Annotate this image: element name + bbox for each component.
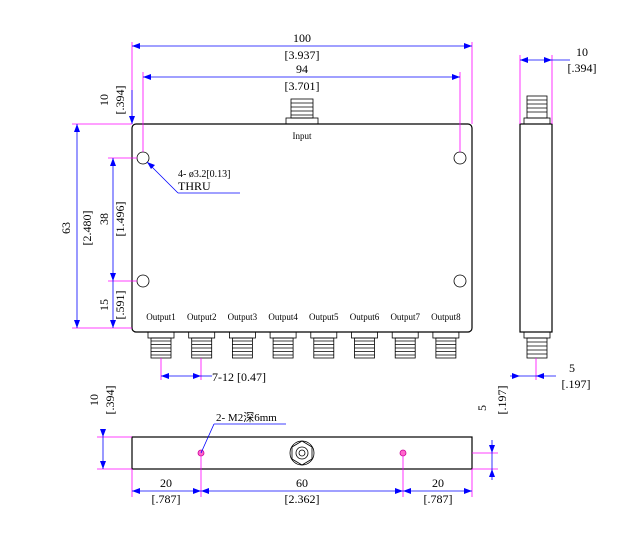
dim-height: 63 [2.480] bbox=[59, 123, 132, 329]
dim-input-height-value: 10 bbox=[97, 94, 111, 106]
dim-hole-vertical: 38 [1.496] bbox=[97, 157, 137, 282]
output-label: Output8 bbox=[431, 312, 461, 322]
bottom-dim-center-inch: [2.362] bbox=[285, 492, 320, 506]
dim-height-inch: [2.480] bbox=[80, 211, 94, 246]
bottom-dim-left-value: 20 bbox=[160, 476, 172, 490]
side-dim-thickness-inch: [.394] bbox=[568, 61, 597, 75]
side-dim-offset-inch: [.197] bbox=[562, 377, 591, 391]
bottom-dim-left-inch: [.787] bbox=[152, 492, 181, 506]
output-connector: Output7 bbox=[390, 312, 420, 359]
input-label: Input bbox=[293, 131, 312, 141]
thread-note: 2- M2深6mm bbox=[216, 411, 277, 424]
dim-hole-vertical-value: 38 bbox=[97, 213, 111, 225]
side-dim-thickness-value: 10 bbox=[576, 45, 588, 59]
bottom-body bbox=[131, 436, 473, 470]
bottom-dim-height-inch: [.394] bbox=[103, 386, 117, 415]
side-dim-offset-value: 5 bbox=[569, 361, 575, 375]
output-connector: Output1 bbox=[146, 312, 176, 359]
dim-input-height: 10 [.394] bbox=[97, 86, 135, 124]
bottom-dim-offset-value: 5 bbox=[475, 405, 489, 411]
pitch-note: 7-12 [0.47] bbox=[212, 370, 266, 384]
dim-width-value: 100 bbox=[293, 31, 311, 45]
dim-pitch: 7-12 [0.47] bbox=[160, 358, 266, 384]
bottom-dim-right-value: 20 bbox=[432, 476, 444, 490]
dim-width: 100 [3.937] bbox=[131, 31, 473, 124]
mounting-hole-br bbox=[453, 274, 467, 288]
output-label: Output4 bbox=[268, 312, 298, 322]
bottom-dim-center-value: 60 bbox=[296, 476, 308, 490]
dim-input-height-inch: [.394] bbox=[113, 86, 127, 115]
hole-note-line1: 4- ø3.2[0.13] bbox=[178, 169, 231, 180]
bottom-dim-right-inch: [.787] bbox=[424, 492, 453, 506]
bottom-dim-offset-inch: [.197] bbox=[495, 386, 509, 415]
dim-hole-span: 94 [3.701] bbox=[142, 62, 461, 152]
output-label: Output6 bbox=[350, 312, 380, 322]
dim-width-inch: [3.937] bbox=[285, 48, 320, 62]
output-label: Output1 bbox=[146, 312, 176, 322]
output-label: Output7 bbox=[390, 312, 420, 322]
dim-hole-span-value: 94 bbox=[296, 62, 308, 76]
input-connector bbox=[285, 98, 319, 125]
dim-bottom-offset-value: 15 bbox=[97, 299, 111, 311]
output-connector: Output5 bbox=[309, 312, 339, 359]
output-connector: Output6 bbox=[350, 312, 380, 359]
bottom-view: 2- M2深6mm 10 [.394] 5 [.197] 20 [.787] 6… bbox=[87, 386, 509, 507]
dim-bottom-offset-inch: [.591] bbox=[113, 291, 127, 320]
dim-hole-span-inch: [3.701] bbox=[285, 79, 320, 93]
output-connector: Output3 bbox=[228, 312, 258, 359]
output-connector: Output2 bbox=[187, 312, 217, 359]
splitter-body bbox=[131, 123, 473, 333]
dim-height-value: 63 bbox=[59, 222, 73, 234]
output-connector: Output8 bbox=[431, 312, 461, 359]
dim-hole-vertical-inch: [1.496] bbox=[113, 202, 127, 237]
output-connectors: Output1 Output2 Output3 Output4 Output5 Outpu… bbox=[146, 312, 461, 359]
side-body bbox=[519, 123, 553, 333]
output-label: Output3 bbox=[228, 312, 258, 322]
hole-note: 4- ø3.2[0.13] THRU bbox=[146, 161, 240, 194]
hole-note-line2: THRU bbox=[178, 179, 211, 193]
bottom-dim-height-value: 10 bbox=[87, 394, 101, 406]
output-connector: Output4 bbox=[268, 312, 298, 359]
thread-hole-right bbox=[399, 449, 407, 457]
dim-bottom-offset: 15 [.591] bbox=[97, 281, 127, 328]
output-label: Output5 bbox=[309, 312, 339, 322]
output-label: Output2 bbox=[187, 312, 217, 322]
side-view: 10 [.394] 5 [.197] bbox=[510, 45, 597, 391]
